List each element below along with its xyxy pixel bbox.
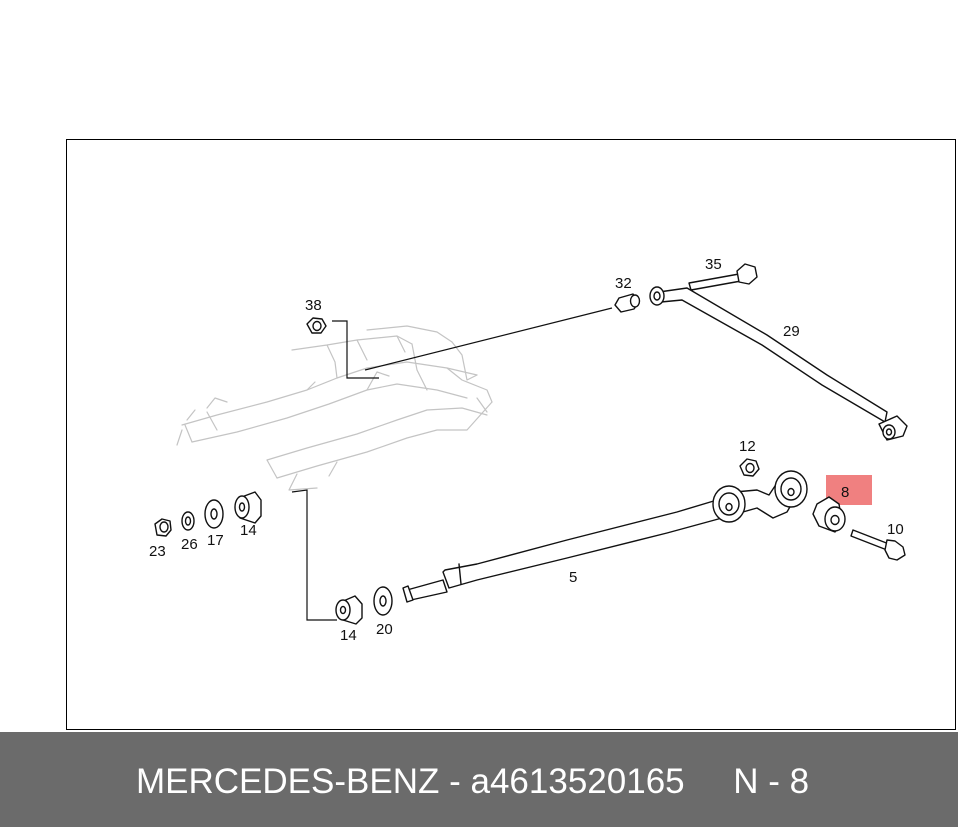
part-20-washer[interactable] — [373, 586, 393, 616]
part-10-bolt[interactable] — [850, 529, 906, 561]
callout-17: 17 — [207, 532, 224, 549]
part-17-washer[interactable] — [204, 499, 224, 529]
part-14-bushing-upper[interactable] — [234, 491, 262, 524]
part-32-bushing[interactable] — [614, 293, 641, 313]
part-number: a4613520165 — [470, 762, 685, 801]
part-29-rod[interactable] — [649, 286, 908, 441]
part-38-nut[interactable] — [306, 317, 327, 334]
callout-26: 26 — [181, 536, 198, 553]
callout-12: 12 — [739, 438, 756, 455]
position-label: N - 8 — [733, 762, 810, 801]
part-14-bushing-lower[interactable] — [335, 595, 363, 625]
leader-lines — [291, 307, 613, 621]
parts-diagram-frame: 38 32 35 29 12 8 10 5 23 26 17 14 14 20 — [66, 139, 956, 730]
part-5-trailing-arm[interactable] — [402, 470, 808, 603]
part-12-nut[interactable] — [739, 458, 760, 477]
brand-name: MERCEDES-BENZ — [136, 762, 440, 801]
callout-8: 8 — [841, 484, 849, 501]
callout-32: 32 — [615, 275, 632, 292]
callout-23: 23 — [149, 543, 166, 560]
callout-10: 10 — [887, 521, 904, 538]
part-35-bolt[interactable] — [688, 263, 758, 291]
footer-caption: MERCEDES-BENZ - a4613520165 N - 8 — [136, 762, 809, 802]
callout-20: 20 — [376, 621, 393, 638]
callout-14-upper: 14 — [240, 522, 257, 539]
part-26-washer[interactable] — [181, 511, 195, 531]
parts-diagram: 38 32 35 29 12 8 10 5 23 26 17 14 14 20 — [149, 256, 908, 644]
vehicle-frame-outline — [176, 325, 493, 491]
callout-35: 35 — [705, 256, 722, 273]
callout-38: 38 — [305, 297, 322, 314]
part-23-nut[interactable] — [154, 518, 172, 537]
callout-5: 5 — [569, 569, 577, 586]
footer-bar: MERCEDES-BENZ - a4613520165 N - 8 — [0, 732, 958, 827]
separator: - — [449, 762, 461, 801]
callout-29: 29 — [783, 323, 800, 340]
callout-14-lower: 14 — [340, 627, 357, 644]
part-8-bushing[interactable] — [812, 496, 846, 533]
